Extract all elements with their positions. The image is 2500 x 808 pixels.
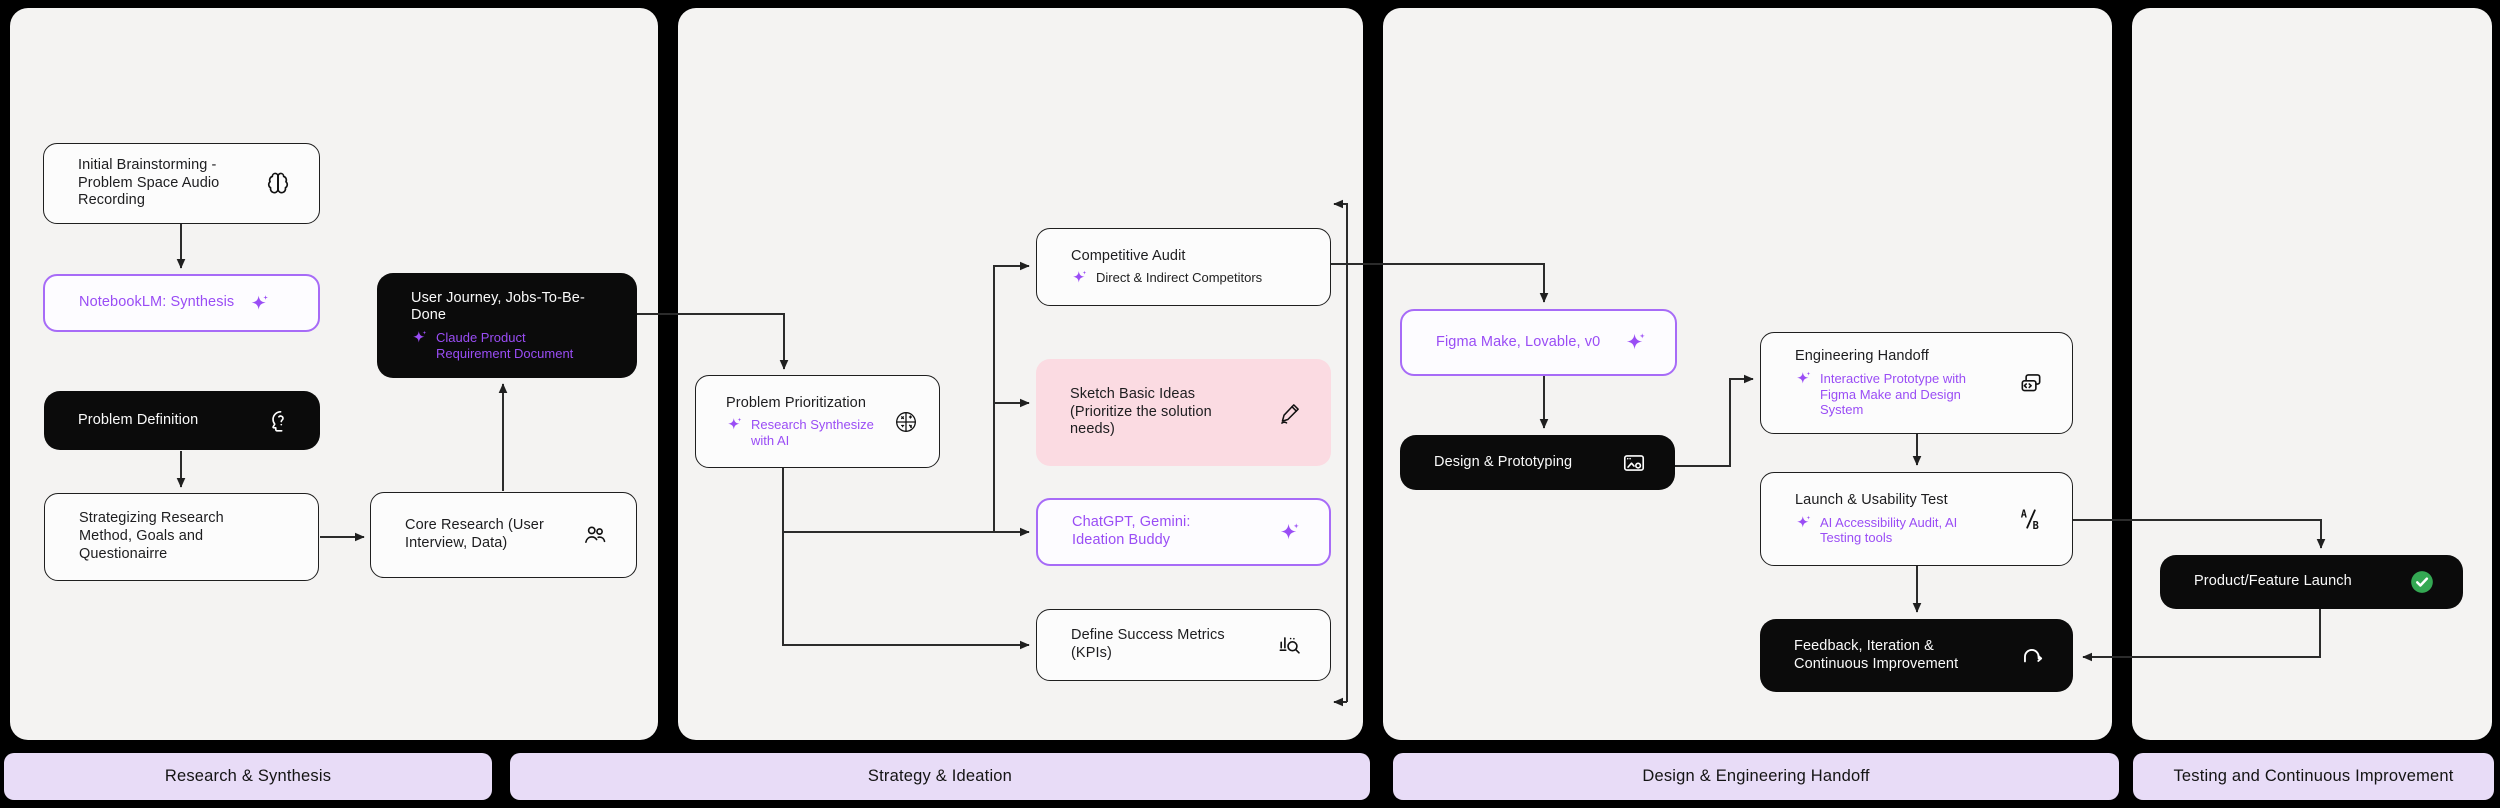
node-title: Design & Prototyping — [1434, 453, 1573, 470]
code-card-icon — [2018, 370, 2044, 396]
node-subtitle: Interactive Prototype with Figma Make an… — [1820, 370, 1966, 418]
node-title: Problem Definition — [78, 411, 199, 428]
node-subtitle: Research Synthesize with AI — [751, 417, 874, 448]
node-chatgpt-gemini[interactable]: ChatGPT, Gemini: Ideation Buddy — [1036, 498, 1331, 566]
section-bar-design[interactable]: Design & Engineering Handoff — [1393, 753, 2119, 800]
users-icon — [582, 522, 608, 548]
ab-test-icon: A B — [2018, 506, 2044, 532]
node-launch-usability-test[interactable]: Launch & Usability Test AI Accessibility… — [1760, 472, 2073, 566]
sketch-pen-icon — [1277, 400, 1303, 426]
node-core-research[interactable]: Core Research (User Interview, Data) — [370, 492, 637, 578]
section-bar-research[interactable]: Research & Synthesis — [4, 753, 492, 800]
node-competitive-audit[interactable]: Competitive Audit Direct & Indirect Comp… — [1036, 228, 1331, 306]
node-title: Initial Brainstorming - Problem Space Au… — [78, 156, 220, 209]
ai-sparkle-icon — [1278, 521, 1301, 544]
node-subtitle: Claude Product Requirement Document — [436, 330, 574, 361]
section-bar-strategy[interactable]: Strategy & Ideation — [510, 753, 1370, 800]
node-title: Competitive Audit — [1071, 247, 1186, 264]
node-problem-prioritization[interactable]: Problem Prioritization Research Synthesi… — [695, 375, 940, 468]
node-title: ChatGPT, Gemini: Ideation Buddy — [1072, 514, 1191, 548]
ai-sparkle-icon — [249, 293, 270, 314]
node-engineering-handoff[interactable]: Engineering Handoff Interactive Prototyp… — [1760, 332, 2073, 434]
section-panel-testing[interactable] — [2132, 8, 2492, 740]
section-label: Strategy & Ideation — [867, 767, 1013, 785]
node-design-prototyping[interactable]: Design & Prototyping — [1400, 435, 1675, 490]
node-subtitle: AI Accessibility Audit, AI Testing tools — [1820, 514, 1958, 546]
node-title: Define Success Metrics (KPIs) — [1071, 627, 1225, 661]
ai-sparkle-icon — [1795, 514, 1812, 531]
node-title: Problem Prioritization — [726, 394, 866, 411]
node-title: User Journey, Jobs-To-Be-Done — [411, 289, 585, 324]
node-user-journey[interactable]: User Journey, Jobs-To-Be-Done Claude Pro… — [377, 273, 637, 378]
window-image-icon — [1621, 450, 1647, 476]
node-title: Strategizing Research Method, Goals and … — [79, 510, 224, 562]
node-strategizing-research[interactable]: Strategizing Research Method, Goals and … — [44, 493, 319, 581]
node-product-feature-launch[interactable]: Product/Feature Launch — [2160, 555, 2463, 609]
ai-sparkle-icon — [1795, 370, 1812, 387]
section-label: Testing and Continuous Improvement — [2173, 767, 2454, 785]
iterate-loop-icon — [2019, 643, 2045, 669]
node-figma-make[interactable]: Figma Make, Lovable, v0 — [1400, 309, 1677, 376]
ai-sparkle-icon — [1071, 269, 1088, 286]
node-title: Core Research (User Interview, Data) — [405, 517, 544, 551]
svg-text:B: B — [2033, 520, 2039, 532]
head-question-icon — [266, 408, 292, 434]
node-notebooklm-synthesis[interactable]: NotebookLM: Synthesis — [43, 274, 320, 332]
node-sketch-basic-ideas[interactable]: Sketch Basic Ideas (Prioritize the solut… — [1036, 359, 1331, 466]
section-label: Research & Synthesis — [164, 767, 332, 785]
brain-icon — [265, 171, 291, 197]
node-problem-definition[interactable]: Problem Definition — [44, 391, 320, 450]
node-title: Sketch Basic Ideas (Prioritize the solut… — [1070, 385, 1212, 438]
node-title: Launch & Usability Test — [1795, 492, 1948, 509]
node-title: NotebookLM: Synthesis — [79, 294, 235, 311]
ai-sparkle-icon — [411, 329, 428, 346]
node-initial-brainstorming[interactable]: Initial Brainstorming - Problem Space Au… — [43, 143, 320, 224]
ai-sparkle-icon — [726, 416, 743, 433]
node-subtitle: Direct & Indirect Competitors — [1096, 270, 1263, 286]
ai-sparkle-icon — [1624, 331, 1647, 354]
section-bar-testing[interactable]: Testing and Continuous Improvement — [2133, 753, 2494, 800]
svg-text:A: A — [2021, 508, 2028, 520]
section-label: Design & Engineering Handoff — [1642, 767, 1870, 785]
node-feedback-iteration[interactable]: Feedback, Iteration & Continuous Improve… — [1760, 619, 2073, 692]
node-title: Feedback, Iteration & Continuous Improve… — [1794, 637, 1959, 672]
check-circle-icon — [2409, 569, 2435, 595]
node-title: Figma Make, Lovable, v0 — [1436, 333, 1601, 350]
node-success-metrics[interactable]: Define Success Metrics (KPIs) — [1036, 609, 1331, 681]
node-title: Product/Feature Launch — [2194, 573, 2352, 590]
node-title: Engineering Handoff — [1795, 348, 1929, 365]
kpi-search-icon — [1276, 632, 1302, 658]
priority-matrix-icon — [893, 409, 919, 435]
